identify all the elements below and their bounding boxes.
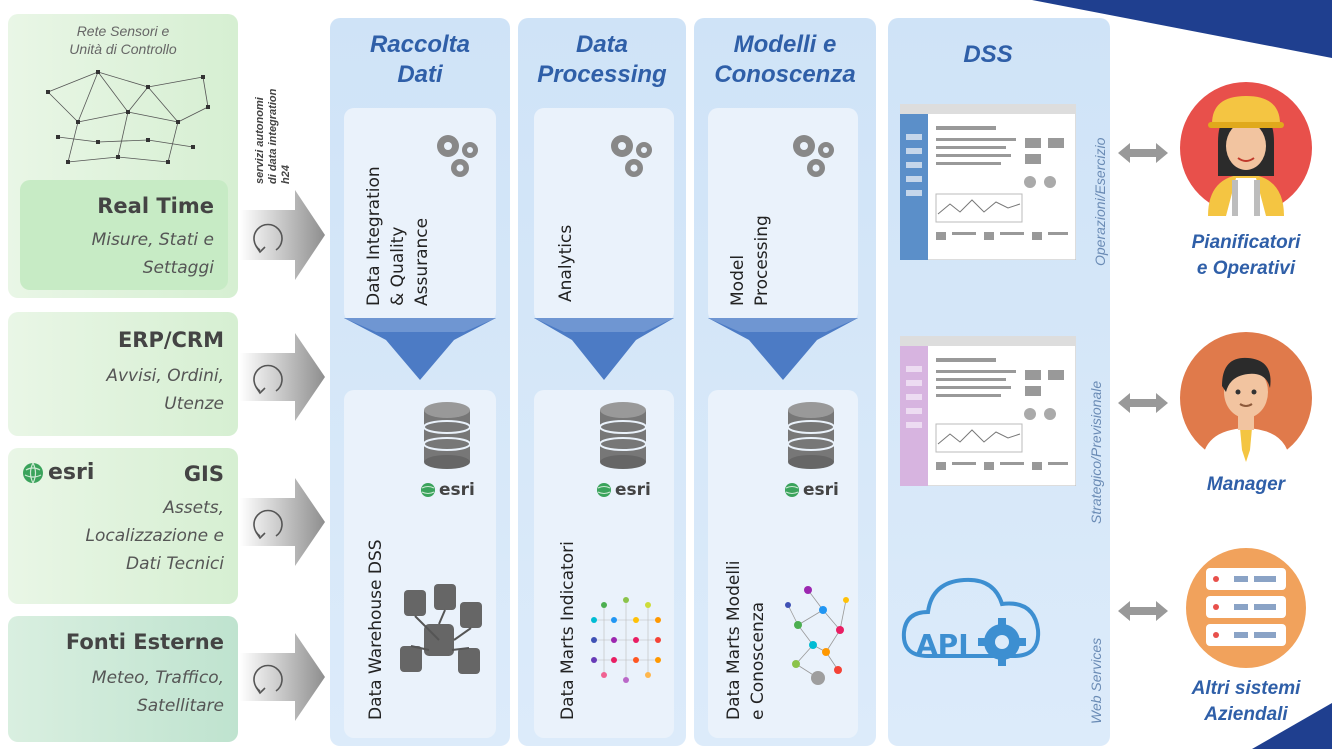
source-erp-box: ERP/CRM Avvisi, Ordini, Utenze	[8, 312, 238, 436]
external-title: Fonti Esterne	[65, 630, 224, 654]
process-label: Data Integration & Quality Assurance	[364, 166, 432, 306]
esri-logo: esri	[784, 480, 839, 500]
store-card: Data Marts Indicatori esri	[534, 390, 674, 738]
erp-subtitle: Avvisi, Ordini, Utenze	[106, 366, 224, 414]
source-realtime-box: Rete Sensori e Unità di Controllo Real T…	[8, 14, 238, 298]
process-label: Analytics	[556, 224, 576, 302]
external-subtitle: Meteo, Traffico, Satellitare	[91, 668, 224, 716]
process-card: Model Processing	[708, 108, 858, 322]
double-arrow-icon	[1118, 393, 1168, 413]
store-label: Data Marts Indicatori	[558, 541, 578, 720]
column-title: Modelli e Conoscenza	[714, 31, 856, 88]
esri-logo: esri	[22, 460, 94, 485]
database-icon	[423, 402, 471, 469]
sensor-network-icon	[46, 70, 210, 164]
realtime-subtitle: Misure, Stati e Settaggi	[91, 230, 214, 278]
knowledge-graph-icon	[785, 586, 849, 685]
planner-avatar	[1180, 82, 1312, 216]
api-label: API	[916, 628, 969, 661]
cube-network-icon	[591, 597, 661, 683]
api-cloud-icon	[901, 577, 1041, 666]
globe-icon	[23, 462, 43, 483]
manager-avatar	[1180, 332, 1312, 466]
down-arrow	[708, 318, 858, 380]
dashboard-strategic-icon	[900, 336, 1076, 486]
column-raccolta-dati: Raccolta Dati Data Integration & Quality…	[330, 18, 510, 746]
source-external-box: Fonti Esterne Meteo, Traffico, Satellita…	[8, 616, 238, 742]
gis-title: GIS	[183, 462, 224, 486]
store-label: Data Warehouse DSS	[366, 539, 386, 720]
double-arrow-icon	[1118, 143, 1168, 163]
globe-icon	[421, 483, 435, 497]
realtime-arrow	[240, 190, 325, 280]
process-card: Data Integration & Quality Assurance	[344, 108, 496, 322]
erp-arrow	[240, 333, 325, 421]
process-card: Analytics	[534, 108, 674, 322]
servers-icon	[1186, 548, 1306, 668]
role-other-systems-label: Altri sistemi Aziendali	[1191, 678, 1301, 725]
esri-logo: esri	[596, 480, 651, 500]
erp-title: ERP/CRM	[117, 328, 224, 352]
store-card: Data Warehouse DSS esri	[344, 390, 496, 738]
dashboard-operations-icon	[900, 104, 1076, 260]
database-icon	[787, 402, 835, 469]
column-modelli-conoscenza: Modelli e Conoscenza Model Processing Da…	[694, 18, 876, 746]
store-label: Data Marts Modelli e Conoscenza	[724, 560, 768, 720]
server-cluster-icon	[400, 584, 482, 674]
column-dss: DSS Operazioni/Esercizio Strategico/Prev…	[888, 18, 1110, 746]
globe-icon	[597, 483, 611, 497]
external-arrow	[240, 633, 325, 721]
column-title: Raccolta Dati	[369, 31, 471, 88]
database-icon	[599, 402, 647, 469]
autonomous-services-label: servizi autonomi di data integration h24	[254, 88, 292, 184]
down-arrow	[534, 318, 674, 380]
gears-icon	[437, 135, 478, 177]
process-label: Model Processing	[728, 215, 772, 306]
realtime-panel: Real Time Misure, Stati e Settaggi	[20, 180, 228, 290]
gis-arrow	[240, 478, 325, 566]
realtime-title: Real Time	[97, 194, 214, 218]
gis-subtitle: Assets, Localizzazione e Dati Tecnici	[85, 498, 225, 574]
esri-logo: esri	[420, 480, 475, 500]
operations-label: Operazioni/Esercizio	[1092, 137, 1108, 266]
strategic-label: Strategico/Previsionale	[1088, 380, 1104, 524]
corner-decoration-bottom	[1252, 703, 1332, 749]
source-gis-box: esri GIS Assets, Localizzazione e Dati T…	[8, 448, 238, 604]
web-services-label: Web Services	[1088, 637, 1104, 724]
sensors-title: Rete Sensori e Unità di Controllo	[69, 23, 177, 57]
store-card: Data Marts Modelli e Conoscenza esri	[708, 390, 858, 738]
globe-icon	[785, 483, 799, 497]
column-data-processing: Data Processing Analytics Data Marts Ind…	[518, 18, 686, 746]
role-planners-label: Pianificatori e Operativi	[1191, 232, 1301, 279]
gears-icon	[793, 135, 834, 177]
column-title: Data Processing	[537, 31, 667, 88]
double-arrow-icon	[1118, 601, 1168, 621]
role-manager-label: Manager	[1206, 474, 1286, 495]
gears-icon	[611, 135, 652, 177]
dss-title: DSS	[963, 41, 1013, 68]
down-arrow	[344, 318, 496, 380]
